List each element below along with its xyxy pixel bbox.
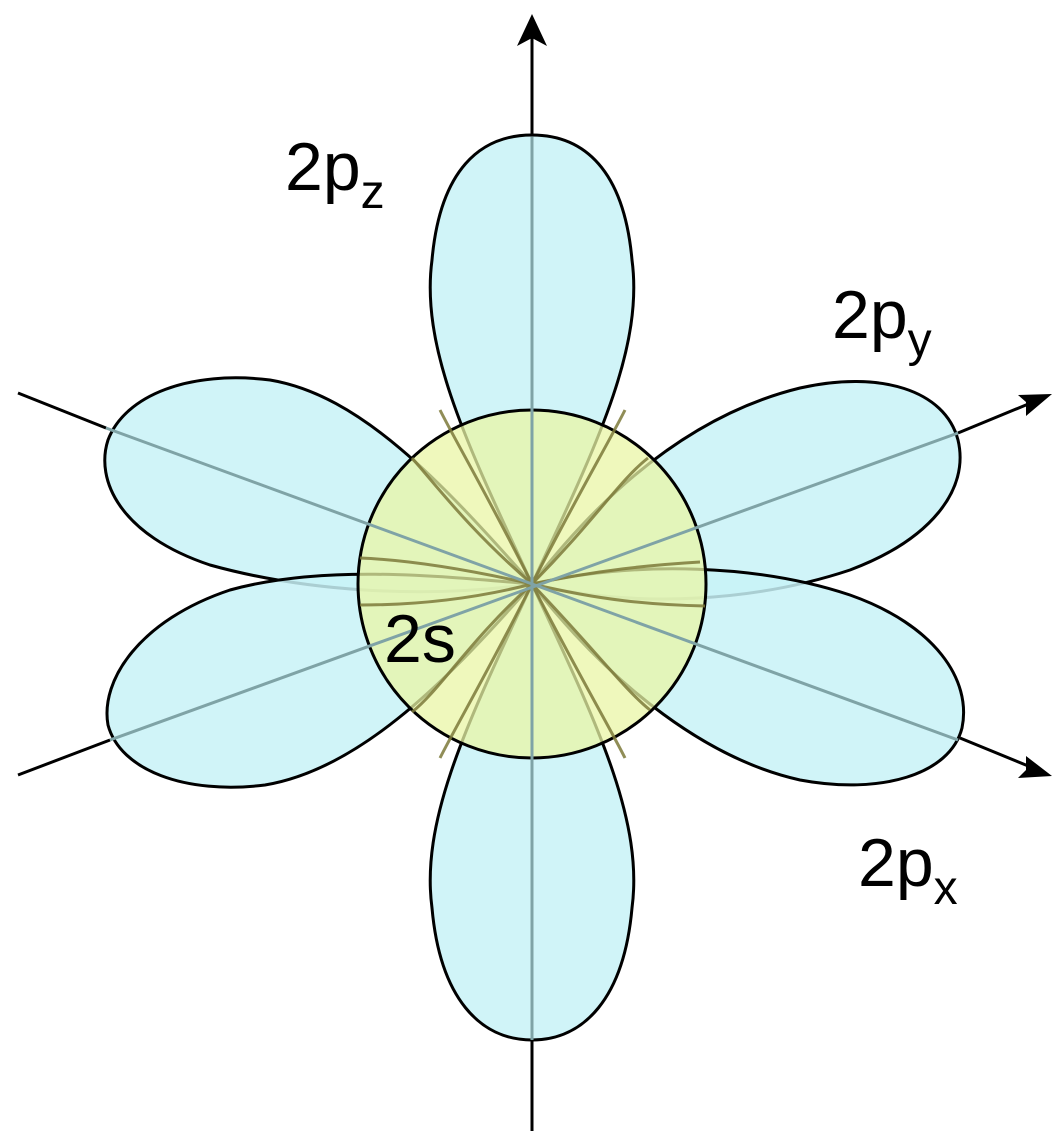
x-axis-arrowhead [1018, 756, 1052, 778]
y-axis-right [957, 398, 1039, 435]
x-axis-left [17, 738, 111, 777]
inner-lobe-outlines [359, 409, 706, 759]
y-axis-arrowhead [1018, 394, 1052, 416]
label-2px: 2px [858, 825, 958, 915]
label-2py: 2py [832, 277, 932, 367]
label-2px-sub: x [934, 862, 958, 915]
z-axis-arrowhead [517, 14, 547, 46]
axes [17, 14, 1052, 1131]
x-axis-right [959, 736, 1039, 772]
label-2py-main: 2p [832, 277, 908, 353]
label-2s: 2s [384, 601, 456, 677]
inner-axes [105, 137, 959, 1040]
y-axis-left [17, 391, 107, 430]
label-2pz-main: 2p [285, 129, 361, 205]
label-2px-main: 2p [858, 825, 934, 901]
label-2py-sub: y [908, 314, 932, 367]
label-2pz: 2pz [285, 129, 385, 219]
label-2pz-sub: z [361, 166, 385, 219]
